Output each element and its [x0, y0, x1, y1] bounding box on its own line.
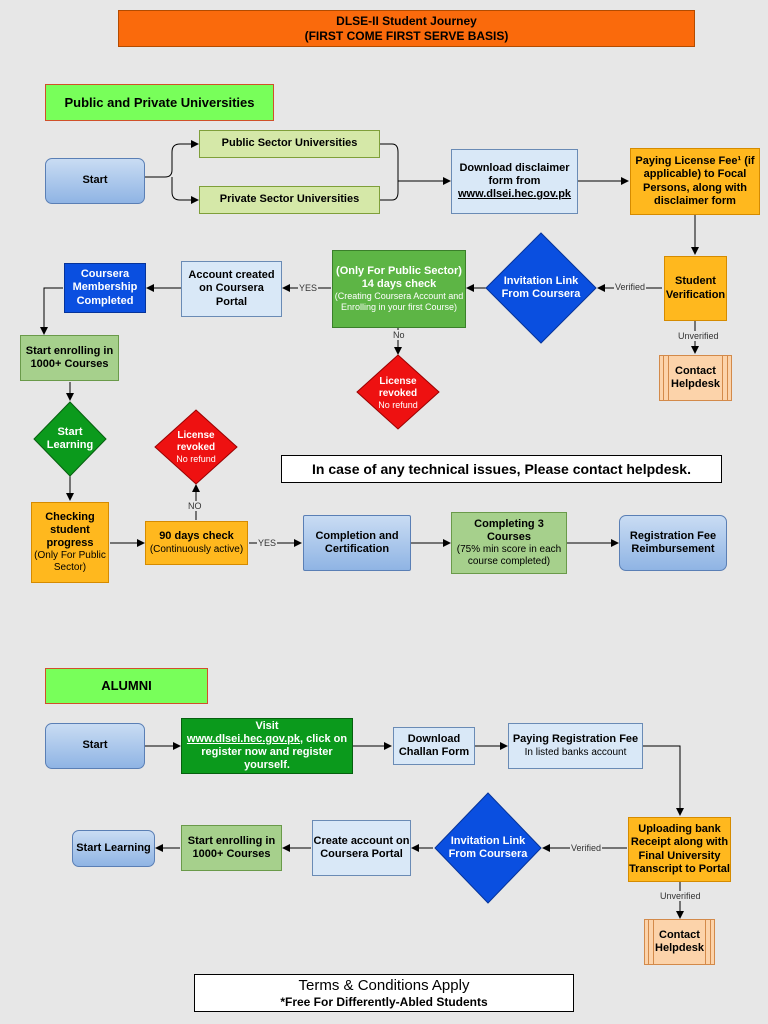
download-challan-node: Download Challan Form — [393, 727, 475, 765]
invitation-diamond — [485, 232, 597, 344]
check14-sub: (Creating Coursera Account and Enrolling… — [334, 291, 464, 313]
visit-portal-node: Visit www.dlsei.hec.gov.pk, click on reg… — [181, 718, 353, 774]
membership-completed-node: Coursera Membership Completed — [64, 263, 146, 313]
alumni-invitation-text: Invitation Link From Coursera — [448, 834, 528, 860]
check14-line2: 14 days check — [361, 278, 437, 291]
uploading-receipt-node: Uploading bank Receipt along with Final … — [628, 817, 731, 882]
no-label-2: NO — [187, 501, 203, 511]
yes-label: YES — [298, 283, 319, 293]
alumni-invitation-diamond — [434, 792, 542, 904]
reimbursement-node: Registration Fee Reimbursement — [619, 515, 727, 571]
check-90-days-node: 90 days check (Continuously active) — [145, 521, 248, 565]
license-revoked-diamond-1 — [356, 354, 440, 430]
terms-text: Terms & Conditions Apply — [298, 976, 470, 994]
create-account-node: Create account on Coursera Portal — [312, 820, 411, 876]
alumni-start-learning-node: Start Learning — [72, 830, 155, 867]
title-line1: DLSE-II Student Journey — [336, 14, 477, 29]
invitation-text: Invitation Link From Coursera — [501, 274, 581, 300]
yes-label-2: YES — [257, 538, 278, 548]
alumni-contact-helpdesk-node: Contact Helpdesk — [644, 919, 715, 965]
start-learning-text: Start Learning — [46, 425, 94, 451]
terms-footer: Terms & Conditions Apply *Free For Diffe… — [194, 974, 574, 1012]
start-learning-diamond — [33, 401, 107, 477]
private-universities-node: Private Sector Universities — [199, 186, 380, 214]
unverified-label: Unverified — [677, 331, 720, 341]
checking-progress-node: Checking student progress (Only For Publ… — [31, 502, 109, 583]
no-label: No — [392, 330, 406, 340]
section-heading-universities: Public and Private Universities — [45, 84, 274, 121]
license-revoked-text-2: License revoked No refund — [176, 429, 216, 464]
public-universities-node: Public Sector Universities — [199, 130, 380, 158]
paying-registration-node: Paying Registration Fee In listed banks … — [508, 723, 643, 769]
title-line2: (FIRST COME FIRST SERVE BASIS) — [304, 28, 509, 43]
start-enrolling-node: Start enrolling in 1000+ Courses — [20, 335, 119, 381]
license-revoked-diamond-2 — [154, 409, 238, 485]
download-disclaimer-node: Download disclaimer form from www.dlsei.… — [451, 149, 578, 214]
completing-3-courses-node: Completing 3 Courses (75% min score in e… — [451, 512, 567, 574]
alumni-start-node: Start — [45, 723, 145, 769]
page-title: DLSE-II Student Journey (FIRST COME FIRS… — [118, 10, 695, 47]
technical-issues-notice: In case of any technical issues, Please … — [281, 455, 722, 483]
visit-link[interactable]: www.dlsei.hec.gov.pk — [186, 732, 300, 745]
student-verification-node: Student Verification — [664, 256, 727, 321]
section-heading-alumni: ALUMNI — [45, 668, 208, 704]
free-text: Free For Differently-Abled Students — [284, 994, 488, 1009]
download-line1: Download disclaimer — [459, 161, 570, 174]
alumni-unverified-label: Unverified — [659, 891, 702, 901]
download-line2: form from — [488, 174, 541, 187]
license-fee-node: Paying License Fee¹ (if applicable) to F… — [630, 148, 760, 215]
check-14-days-node: (Only For Public Sector) 14 days check (… — [332, 250, 466, 328]
alumni-verified-label: Verified — [570, 843, 603, 853]
verified-label: Verified — [614, 282, 647, 292]
footer-star: * — [280, 994, 285, 1009]
download-link[interactable]: www.dlsei.hec.gov.pk — [457, 188, 572, 201]
alumni-start-enrolling-node: Start enrolling in 1000+ Courses — [181, 825, 282, 871]
start-node: Start — [45, 158, 145, 204]
completion-certification-node: Completion and Certification — [303, 515, 411, 571]
check14-line1: (Only For Public Sector) — [336, 265, 462, 278]
license-revoked-text-1: License revoked No refund — [378, 375, 418, 410]
account-created-node: Account created on Coursera Portal — [181, 261, 282, 317]
contact-helpdesk-node: Contact Helpdesk — [659, 355, 732, 401]
